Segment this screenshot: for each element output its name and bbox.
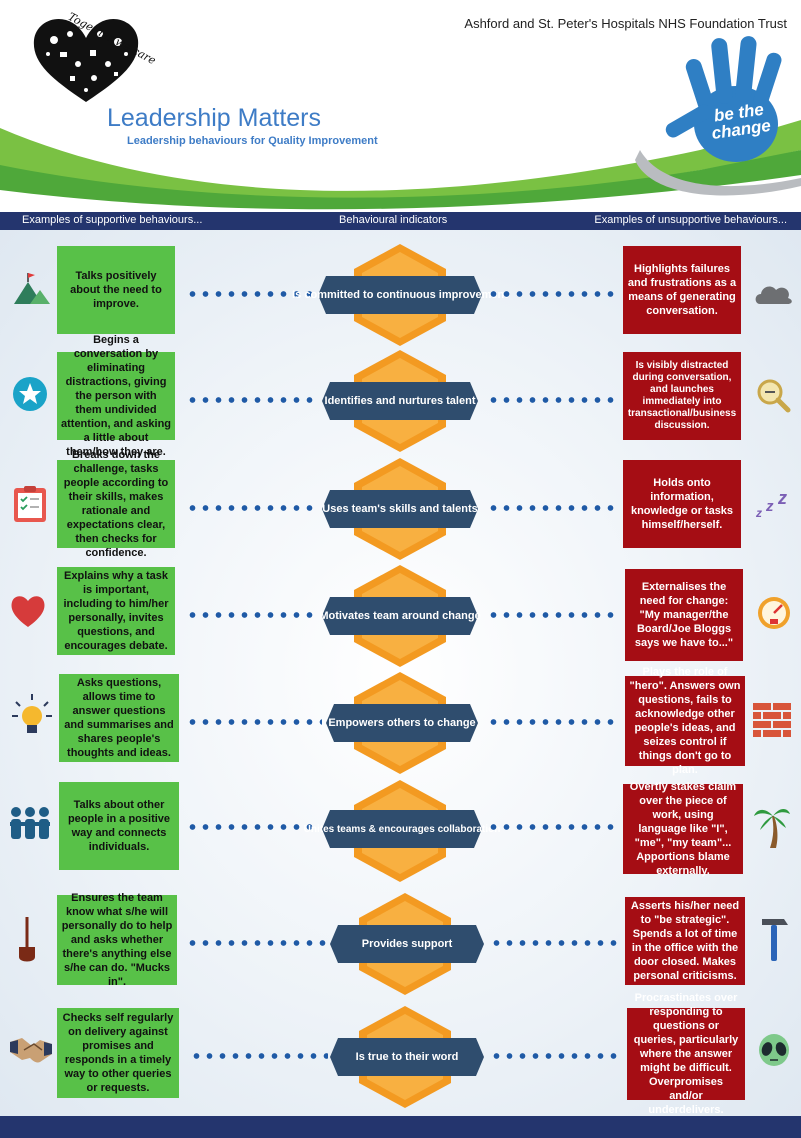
magnifier-icon: [754, 376, 794, 416]
supportive-column-label: Examples of supportive behaviours...: [22, 214, 203, 226]
dotted-connector: [186, 940, 326, 946]
indicator-label: Motivates team around change: [319, 610, 481, 622]
hammer-icon: [754, 915, 794, 961]
behaviour-row: Talks positively about the need to impro…: [0, 242, 801, 350]
dotted-connector: [487, 397, 617, 403]
behaviour-row: Talks about other people in a positive w…: [0, 778, 801, 886]
page-subtitle: Leadership behaviours for Quality Improv…: [127, 135, 378, 147]
heart-icon: [8, 591, 48, 631]
cloud-icon: [754, 274, 794, 314]
unsupportive-behaviour: Asserts his/her need to "be strategic". …: [625, 897, 745, 985]
supportive-behaviour: Ensures the team know what s/he will per…: [57, 892, 177, 988]
indicator-label: Empowers others to change: [328, 717, 476, 729]
indicator-label: Provides support: [361, 938, 453, 950]
indicator-label: Uses team's skills and talents: [322, 503, 478, 515]
indicator-ribbon: Motivates team around change: [319, 597, 481, 635]
dotted-connector: [190, 1053, 328, 1059]
dotted-connector: [487, 824, 617, 830]
lightbulb-icon: [10, 692, 52, 733]
supportive-behaviour: Asks questions, allows time to answer qu…: [59, 674, 179, 762]
shovel-icon: [12, 915, 52, 962]
indicator-label: Is committed to continuous improvement: [292, 289, 508, 301]
dotted-connector: [490, 940, 618, 946]
behaviour-row: Checks self regularly on delivery agains…: [0, 992, 801, 1116]
alien-icon: [756, 1032, 796, 1072]
sleep-zzz-icon: z z z: [756, 488, 787, 520]
clipboard-checklist-icon: [10, 484, 50, 524]
indicator-label: Unites teams & encourages collaboration: [303, 823, 501, 835]
unsupportive-behaviour: Externalises the need for change: "My ma…: [625, 569, 743, 661]
supportive-behaviour: Checks self regularly on delivery agains…: [57, 1008, 179, 1098]
supportive-behaviour: Breaks down the challenge, tasks people …: [57, 449, 175, 559]
gauge-icon: [754, 593, 794, 633]
behaviour-row: Explains why a task is important, includ…: [0, 563, 801, 671]
unsupportive-behaviour: Is visibly distracted during conversatio…: [623, 352, 741, 440]
page-title: Leadership Matters: [107, 104, 322, 132]
mountain-flag-icon: [12, 270, 52, 310]
dotted-connector: [186, 505, 318, 511]
star-badge-icon: [10, 374, 50, 414]
header: Together we care Ashford and St. Peter's…: [0, 0, 801, 212]
dotted-connector: [186, 824, 318, 830]
supportive-behaviour: Talks about other people in a positive w…: [59, 782, 179, 870]
indicators-column-label: Behavioural indicators: [339, 214, 448, 226]
dotted-connector: [487, 291, 617, 297]
team-people-icon: [8, 804, 50, 844]
brick-wall-icon: [752, 700, 792, 740]
dotted-connector: [490, 1053, 618, 1059]
behaviour-row: Asks questions, allows time to answer qu…: [0, 666, 801, 778]
dotted-connector: [186, 612, 318, 618]
dotted-connector: [186, 291, 318, 297]
unsupportive-column-label: Examples of unsupportive behaviours...: [594, 214, 787, 226]
indicator-ribbon: Uses team's skills and talents: [322, 490, 478, 528]
dotted-connector: [487, 719, 617, 725]
unsupportive-behaviour: Holds onto information, knowledge or tas…: [623, 460, 741, 548]
trust-name: Ashford and St. Peter's Hospitals NHS Fo…: [464, 16, 787, 31]
dotted-connector: [487, 505, 617, 511]
behaviour-row: Breaks down the challenge, tasks people …: [0, 449, 801, 564]
behaviour-row: Begins a conversation by eliminating dis…: [0, 334, 801, 458]
indicator-label: Identifies and nurtures talent: [324, 395, 476, 407]
indicator-ribbon: Identifies and nurtures talent: [322, 382, 478, 420]
footer-bar: [0, 1116, 801, 1138]
dotted-connector: [487, 612, 617, 618]
supportive-behaviour: Talks positively about the need to impro…: [57, 246, 175, 334]
dotted-connector: [186, 397, 318, 403]
palm-tree-icon: [752, 802, 792, 848]
unsupportive-behaviour: Highlights failures and frustrations as …: [623, 246, 741, 334]
unsupportive-behaviour: Overtly stakes claim over the piece of w…: [623, 781, 743, 877]
heart-collage-logo: [30, 14, 142, 106]
indicator-label: Is true to their word: [355, 1051, 459, 1063]
unsupportive-behaviour: Procrastinates over responding to questi…: [627, 992, 745, 1116]
indicator-ribbon: Empowers others to change: [326, 704, 478, 742]
indicator-ribbon: Unites teams & encourages collaboration: [303, 810, 501, 848]
supportive-behaviour: Explains why a task is important, includ…: [57, 567, 175, 655]
behaviour-row: Ensures the team know what s/he will per…: [0, 891, 801, 999]
header-swoosh: [0, 120, 801, 210]
indicator-ribbon: Is true to their word: [330, 1038, 484, 1076]
dotted-connector: [186, 719, 322, 725]
unsupportive-behaviour: Plays the role of "hero". Answers own qu…: [625, 666, 745, 776]
indicator-ribbon: Is committed to continuous improvement: [292, 276, 508, 314]
indicator-ribbon: Provides support: [330, 925, 484, 963]
handshake-icon: [8, 1030, 52, 1070]
supportive-behaviour: Begins a conversation by eliminating dis…: [57, 334, 175, 458]
handprint-icon: [658, 28, 798, 168]
column-header-bar: Examples of supportive behaviours... Beh…: [0, 212, 801, 230]
